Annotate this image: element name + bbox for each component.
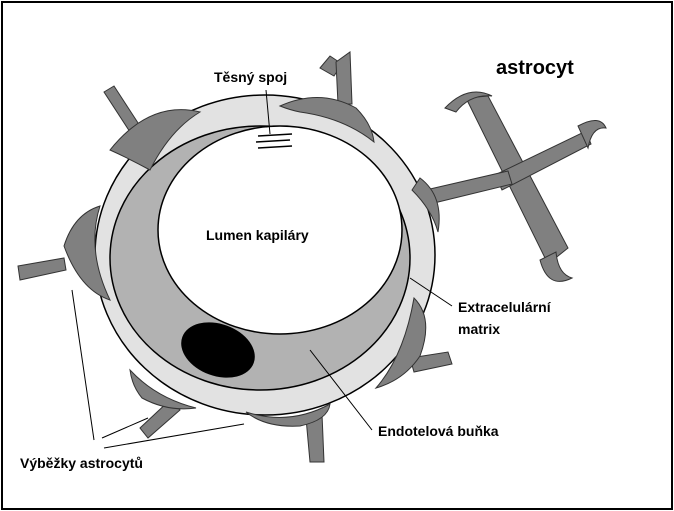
endfeet-label: Výběžky astrocytů <box>20 455 143 471</box>
endfoot-stalk <box>18 258 66 280</box>
endfeet-leader <box>72 290 94 440</box>
tight-junction-label: Těsný spoj <box>214 69 287 85</box>
ecm-label-line2: matrix <box>458 321 500 337</box>
lumen-label: Lumen kapiláry <box>206 227 309 243</box>
astrocyte-cell <box>430 92 606 281</box>
endfoot-stalk <box>104 86 140 132</box>
astrocyte-label: astrocyt <box>496 57 574 79</box>
endothelial-label: Endotelová buňka <box>378 423 499 439</box>
ecm-label-line1: Extracelulární <box>458 299 552 315</box>
astrocyte-process-to-capillary <box>430 171 512 203</box>
endfoot-stalk <box>336 52 352 104</box>
